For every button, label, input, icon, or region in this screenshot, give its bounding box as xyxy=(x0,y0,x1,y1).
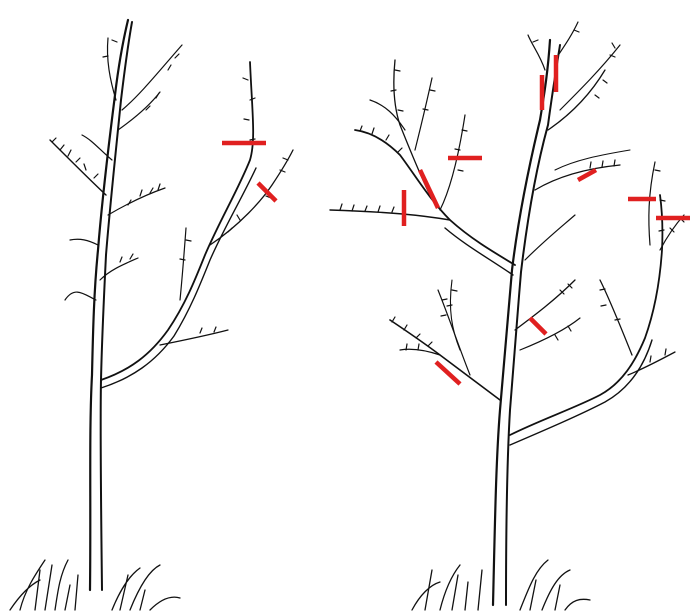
left-tree xyxy=(10,20,293,610)
cut-mark xyxy=(420,170,438,208)
cut-mark xyxy=(258,183,276,201)
right-grass xyxy=(412,560,590,610)
cut-mark xyxy=(530,318,546,334)
pruning-cut-marks xyxy=(222,55,690,384)
right-tree xyxy=(330,22,684,610)
left-grass xyxy=(10,560,180,610)
cut-mark xyxy=(436,362,460,384)
